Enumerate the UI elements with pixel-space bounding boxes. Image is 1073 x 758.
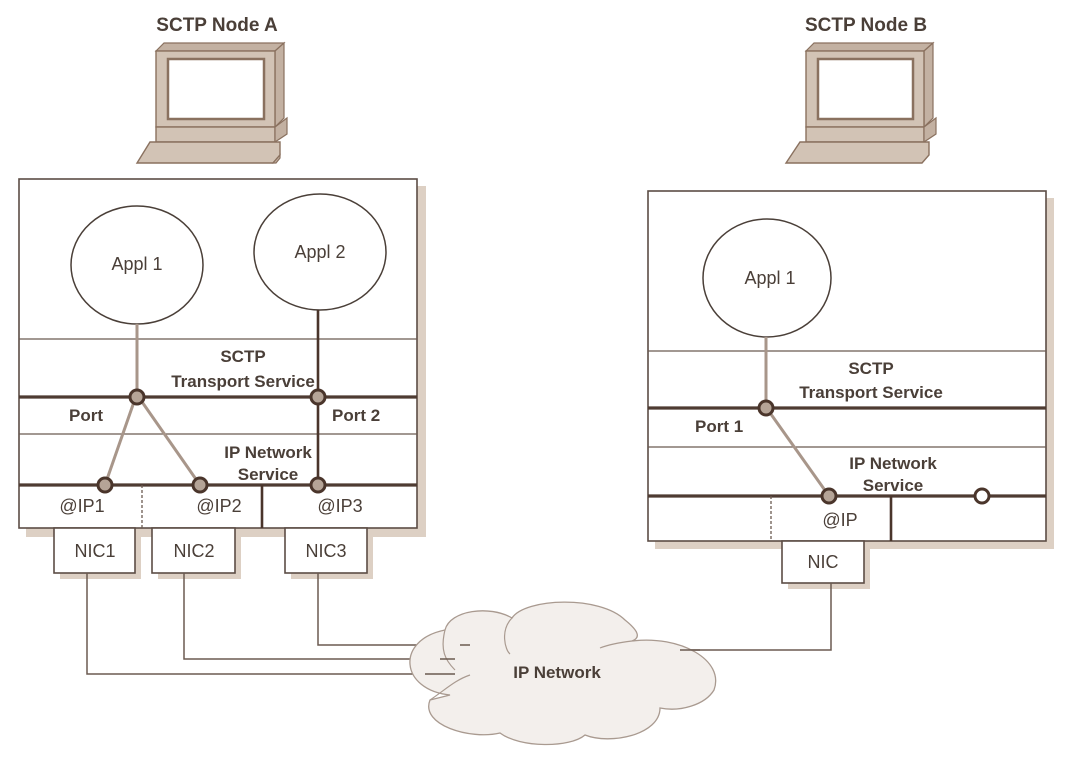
- ip-address: @IP1: [59, 496, 104, 516]
- cloud-icon: [409, 601, 717, 746]
- application-label: Appl 2: [294, 242, 345, 262]
- network-label: IP Network: [224, 443, 312, 462]
- nic-label: NIC1: [74, 541, 115, 561]
- association-line: [138, 398, 202, 486]
- application-circle: [253, 193, 387, 311]
- port-endpoint: [128, 388, 146, 406]
- node-b: SCTP Node B Appl 1 SCTP Transport Servic…: [647, 15, 1054, 589]
- port-label: Port: [69, 406, 103, 425]
- nic-box: [53, 527, 136, 574]
- nic-label: NIC3: [305, 541, 346, 561]
- nic-box: [781, 540, 865, 584]
- transport-label: SCTP: [848, 359, 893, 378]
- nic-label: NIC2: [173, 541, 214, 561]
- ip-endpoint: [820, 487, 838, 505]
- node-b-box: [647, 190, 1047, 542]
- network-label: IP Network: [513, 663, 601, 682]
- nic-box: [151, 527, 236, 574]
- network-label: Service: [238, 465, 299, 484]
- network-link: [183, 573, 440, 660]
- port-label: Port 2: [332, 406, 380, 425]
- application-label: Appl 1: [111, 254, 162, 274]
- ip-endpoint: [96, 476, 114, 494]
- port-label: Port 1: [695, 417, 743, 436]
- application-label: Appl 1: [744, 268, 795, 288]
- nic-label: NIC: [808, 552, 839, 572]
- port-endpoint: [309, 388, 327, 406]
- ip-endpoint: [191, 476, 209, 494]
- ip-network: IP Network: [86, 573, 832, 746]
- node-a: SCTP Node A Appl 1 Appl 2: [18, 15, 426, 579]
- ip-endpoint: [973, 487, 991, 505]
- transport-label: Transport Service: [799, 383, 943, 402]
- computer-icon: [135, 41, 288, 164]
- ip-address: @IP2: [196, 496, 241, 516]
- node-b-title: SCTP Node B: [805, 15, 927, 36]
- network-link: [680, 583, 832, 651]
- ip-endpoint: [309, 476, 327, 494]
- node-a-title: SCTP Node A: [156, 15, 278, 36]
- network-link: [86, 573, 425, 675]
- nic-box: [284, 527, 368, 574]
- ip-address: @IP3: [317, 496, 362, 516]
- transport-label: SCTP: [220, 347, 265, 366]
- port-endpoint: [757, 399, 775, 417]
- network-label: Service: [863, 476, 924, 495]
- association-line: [766, 409, 831, 497]
- network-link: [317, 573, 460, 646]
- computer-icon: [784, 41, 937, 164]
- ip-address: @IP: [822, 510, 857, 530]
- transport-label: Transport Service: [171, 372, 315, 391]
- association-line: [103, 398, 137, 486]
- network-label: IP Network: [849, 454, 937, 473]
